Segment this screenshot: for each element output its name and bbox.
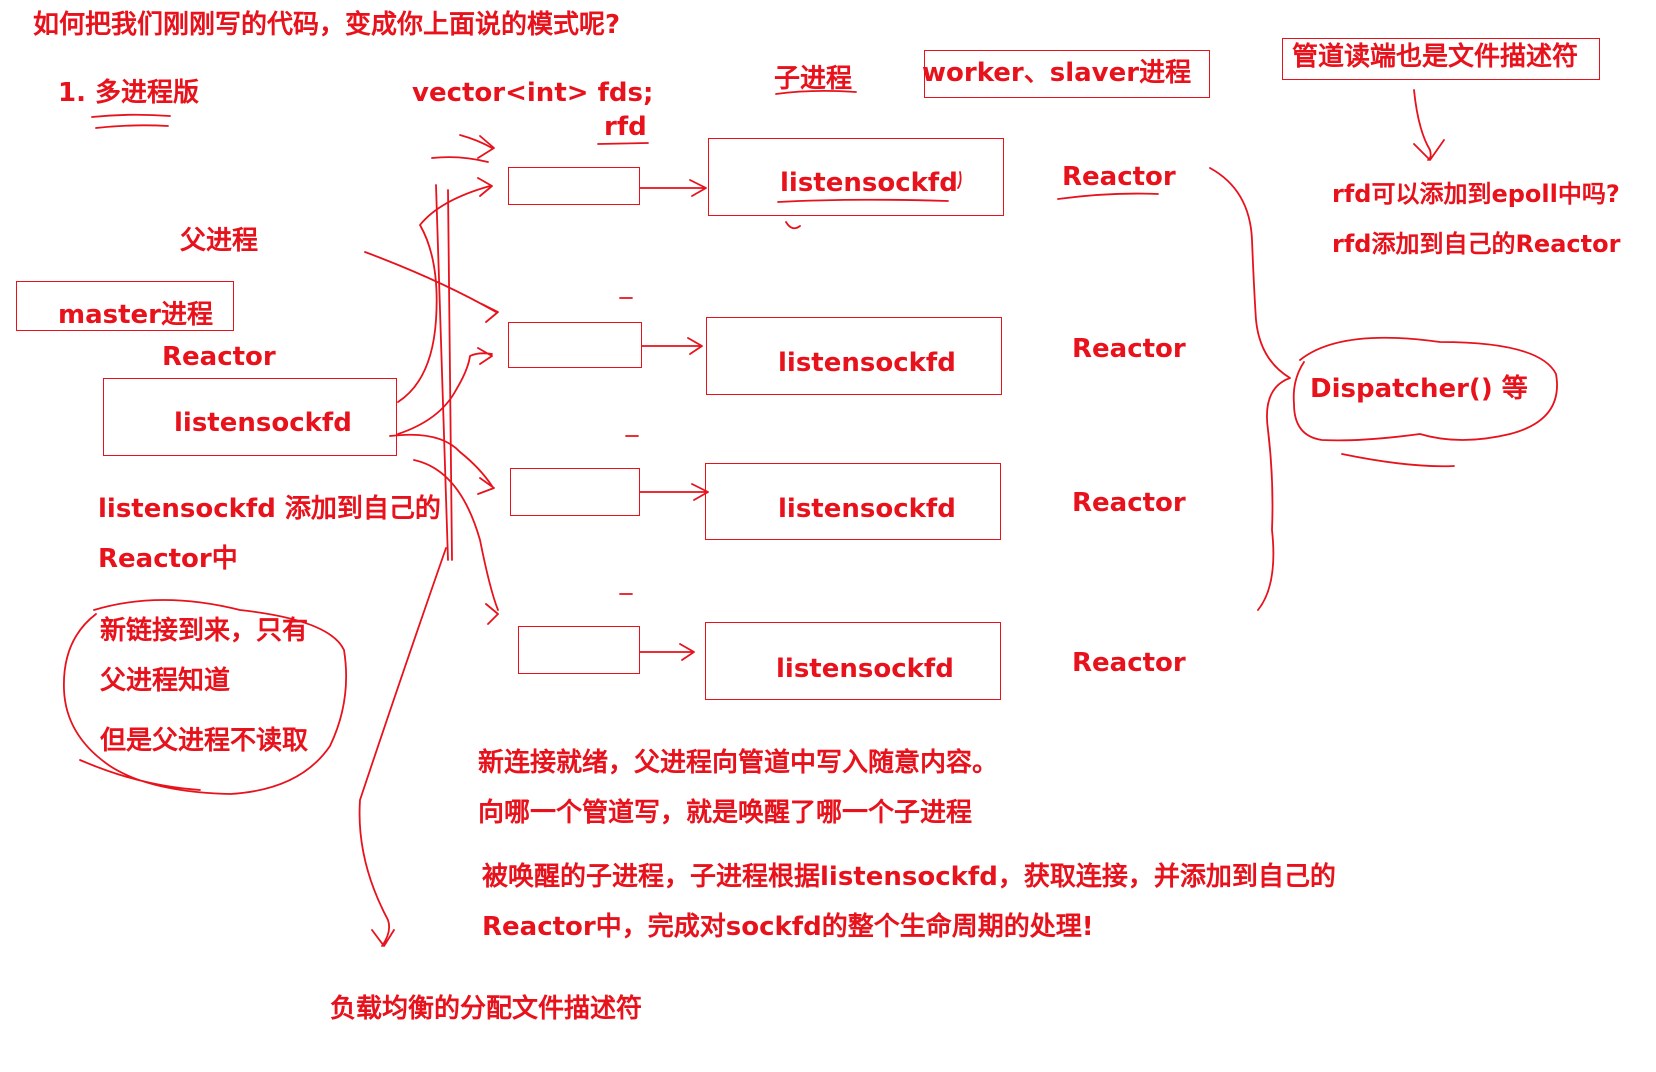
underline-reactor-1 — [1057, 192, 1159, 200]
pipe-read-label: 管道读端也是文件描述符 — [1292, 42, 1579, 72]
add-to-reactor-line-1: listensockfd 添加到自己的 — [98, 494, 441, 524]
pipe-box-3 — [510, 468, 640, 516]
new-connection-note-3: 但是父进程不读取 — [100, 726, 309, 756]
note-ellipse — [63, 599, 348, 795]
arrow-parent-label — [364, 251, 499, 323]
dash-mark — [619, 297, 639, 595]
arrow-parent-pipe2 — [397, 347, 493, 435]
pipe-box-1 — [508, 167, 640, 205]
ready-note-line-2: 向哪一个管道写，就是唤醒了哪一个子进程 — [478, 798, 973, 828]
woken-note-line-1: 被唤醒的子进程，子进程根据listensockfd，获取连接，并添加到自己的 — [482, 862, 1336, 892]
underline-rfd — [597, 142, 649, 145]
version-label: 1. 多进程版 — [58, 78, 200, 108]
child-reactor-label-2: Reactor — [1072, 334, 1186, 364]
arrow-parent-pipe1 — [397, 177, 493, 403]
arrow-fds-pipe — [431, 156, 489, 163]
parent-listensockfd-box — [103, 378, 397, 456]
child-reactor-label-1: Reactor — [1062, 162, 1176, 192]
child-listensockfd-label-2: listensockfd — [778, 348, 956, 378]
rfd-label: rfd — [604, 112, 647, 142]
child-listensockfd-label-3: listensockfd — [778, 494, 956, 524]
worker-label-box — [924, 50, 1210, 98]
reactor-brace — [1209, 167, 1291, 611]
parent-listensockfd-label: listensockfd — [174, 408, 352, 438]
woken-note-line-2: Reactor中，完成对sockfd的整个生命周期的处理! — [482, 912, 1094, 942]
child-listensockfd-box-3 — [705, 463, 1001, 540]
child-reactor-label-3: Reactor — [1072, 488, 1186, 518]
child-process-label: 子进程 — [774, 64, 853, 94]
arrow-pipe4-child4 — [639, 643, 695, 661]
arrow-pipe1-child1 — [639, 179, 707, 197]
child-reactor-label-4: Reactor — [1072, 648, 1186, 678]
child-listensockfd-label-1: listensockfd — [780, 168, 958, 198]
arrow-parent-pipe3 — [389, 433, 495, 495]
dispatcher-ellipse — [1292, 336, 1558, 468]
pipe-bundle-line — [447, 189, 453, 561]
child-listensockfd-label-4: listensockfd — [776, 654, 954, 684]
load-balance-label: 负载均衡的分配文件描述符 — [330, 994, 643, 1024]
underline-listensockfd-1 — [777, 171, 962, 230]
master-label: master进程 — [58, 300, 213, 330]
arrow-pipe-read — [1413, 89, 1445, 161]
pipe-read-label-box — [1282, 38, 1600, 80]
master-label-box — [16, 281, 234, 331]
worker-label: worker、slaver进程 — [922, 58, 1192, 88]
child-listensockfd-box-4 — [705, 622, 1001, 700]
arrow-pipe2-child2 — [641, 337, 703, 355]
vector-fds-label: vector<int> fds; — [412, 78, 654, 108]
question-title: 如何把我们刚刚写的代码，变成你上面说的模式呢? — [33, 10, 621, 40]
dispatcher-label: Dispatcher() 等 — [1310, 374, 1528, 404]
arrow-parent-pipe4 — [413, 459, 499, 625]
load-balance-stroke — [358, 547, 447, 947]
new-connection-note-2: 父进程知道 — [100, 666, 231, 696]
pipe-box-4 — [518, 626, 640, 674]
arrow-fds-pipe — [459, 134, 495, 159]
rfd-epoll-question: rfd可以添加到epoll中吗? — [1332, 180, 1620, 208]
child-listensockfd-box-1 — [708, 138, 1004, 216]
parent-reactor-label: Reactor — [162, 342, 276, 372]
parent-process-label: 父进程 — [180, 226, 259, 256]
underline-child — [775, 89, 857, 95]
child-listensockfd-box-2 — [706, 317, 1002, 395]
ready-note-line-1: 新连接就绪，父进程向管道中写入随意内容。 — [478, 748, 999, 778]
rfd-reactor-note: rfd添加到自己的Reactor — [1332, 230, 1621, 258]
new-connection-note-1: 新链接到来，只有 — [100, 616, 309, 646]
underline-version — [91, 113, 171, 129]
add-to-reactor-line-2: Reactor中 — [98, 544, 238, 574]
pipe-box-2 — [508, 322, 642, 368]
pipe-bundle-line — [435, 184, 449, 561]
arrow-pipe3-child3 — [639, 483, 709, 501]
